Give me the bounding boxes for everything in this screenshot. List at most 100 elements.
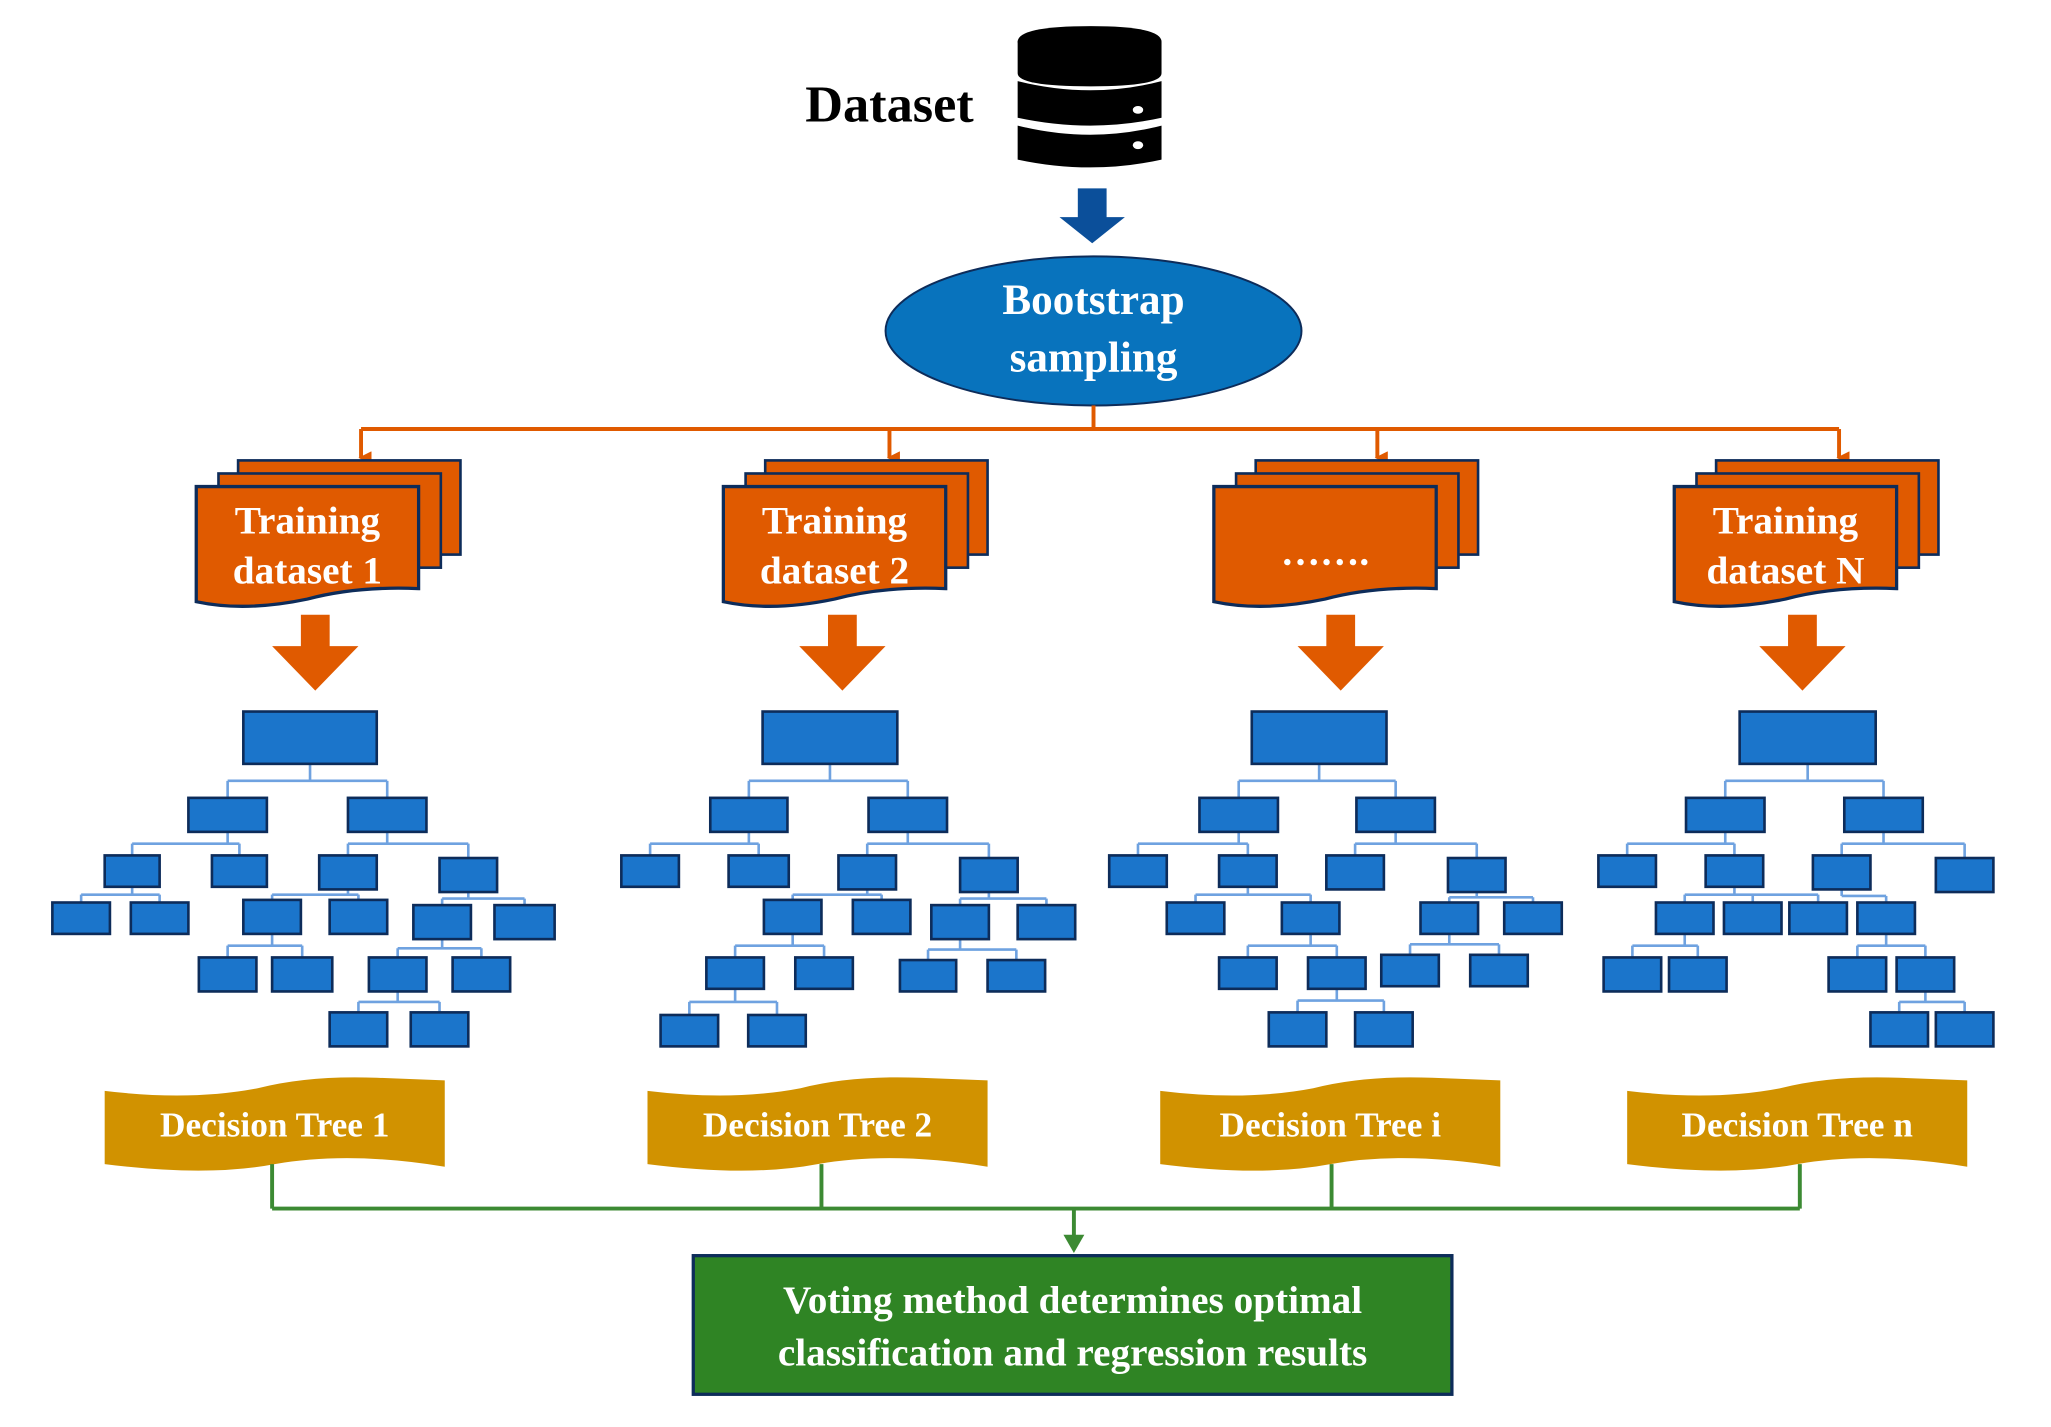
tree-connector	[1840, 889, 1888, 903]
tree-node	[1250, 710, 1388, 766]
bootstrap-line2: sampling	[1010, 334, 1178, 381]
training-down-arrow	[1759, 614, 1846, 691]
tree-connector	[747, 763, 910, 798]
decision-tree-label: Decision Tree 2	[703, 1106, 932, 1145]
tree-node	[1811, 854, 1872, 891]
tree-node	[727, 854, 791, 889]
training-label-line2: dataset 1	[233, 549, 382, 592]
tree-node	[1468, 953, 1530, 988]
tree-connector	[1136, 831, 1250, 856]
training-down-arrow	[799, 614, 886, 691]
tree-node	[210, 854, 269, 889]
tree-connector	[1296, 988, 1386, 1013]
tree-node	[346, 796, 428, 834]
voting-line1: Voting method determines optimal	[783, 1279, 1362, 1322]
tree-connector	[1625, 831, 1736, 856]
tree-node	[1704, 854, 1765, 889]
tree-node	[930, 903, 991, 941]
tree-node	[270, 956, 334, 993]
tree-node	[705, 956, 766, 991]
tree-node	[1856, 901, 1917, 936]
voting-result-box: Voting method determines optimal classif…	[691, 1254, 1454, 1396]
tree-node	[1353, 1011, 1414, 1048]
decision-tree-label: Decision Tree 1	[160, 1106, 389, 1145]
decision-tree-diagram	[51, 710, 556, 1048]
tree-node	[1738, 710, 1877, 766]
tree-node	[1325, 854, 1386, 891]
tree-node	[187, 796, 269, 834]
tree-node	[412, 903, 473, 941]
tree-node	[1788, 901, 1849, 936]
tree-node	[958, 856, 1019, 894]
tree-connector	[1246, 933, 1339, 958]
training-label-line2: dataset N	[1706, 549, 1864, 592]
tree-node	[1267, 1011, 1328, 1048]
tree-connector	[791, 889, 883, 900]
tree-node	[1165, 901, 1226, 936]
tree-connector	[865, 831, 991, 859]
training-dataset-stack: Training dataset N	[1672, 459, 1940, 608]
tree-node	[51, 901, 112, 936]
tree-connector	[1840, 831, 1966, 859]
tree-node	[1306, 956, 1367, 991]
tree-node	[746, 1013, 808, 1048]
tree-node	[1654, 901, 1715, 936]
tree-connector	[733, 933, 826, 958]
tree-node	[1684, 796, 1766, 834]
tree-node	[1827, 956, 1888, 993]
tree-node	[898, 958, 958, 993]
tree-connector	[226, 933, 304, 958]
tree-node	[837, 854, 898, 891]
training-label-line1: Training	[235, 500, 381, 543]
tree-node	[1602, 956, 1663, 993]
bootstrap-line1: Bootstrap	[1002, 277, 1184, 324]
tree-node	[1198, 796, 1280, 834]
tree-node	[1107, 854, 1169, 889]
tree-node	[1446, 856, 1507, 894]
tree-connector	[1856, 933, 1927, 958]
training-label-line1: Training	[1713, 500, 1859, 543]
vote-connectors	[270, 1164, 1802, 1240]
tree-connector	[1447, 892, 1535, 903]
tree-node	[708, 796, 789, 834]
tree-connector	[130, 831, 241, 856]
decision-tree-label: Decision Tree i	[1219, 1106, 1441, 1145]
tree-node	[762, 898, 823, 936]
tree-node	[1217, 956, 1278, 991]
decision-tree-diagram	[1597, 710, 1995, 1048]
training-down-arrow	[1297, 614, 1384, 691]
tree-connector	[440, 892, 526, 906]
tree-node	[793, 956, 855, 991]
training-dataset-stack: Training dataset 1	[194, 459, 462, 608]
tree-node	[317, 854, 379, 891]
tree-connector	[648, 831, 760, 856]
tree-connector	[926, 939, 1018, 961]
tree-node	[1597, 854, 1658, 889]
tree-node	[1016, 903, 1077, 941]
tree-node	[1667, 956, 1728, 993]
tree-connector	[958, 892, 1048, 906]
tree-node	[409, 1011, 470, 1048]
tree-node	[242, 898, 303, 936]
decision-tree-diagram	[620, 710, 1077, 1048]
tree-connector	[79, 886, 161, 903]
tree-node	[438, 856, 499, 894]
vote-arrow-head	[1063, 1234, 1085, 1254]
tree-node	[620, 854, 681, 889]
training-dataset-stack: …….	[1212, 459, 1480, 608]
tree-node	[1379, 953, 1441, 988]
decision-tree-diagram	[1107, 710, 1564, 1048]
dataset-down-arrow	[1059, 188, 1125, 244]
bootstrap-sampling-node: Bootstrap sampling	[884, 255, 1303, 407]
decision-tree-banner: Decision Tree i	[1160, 1077, 1501, 1171]
database-icon	[1017, 26, 1162, 168]
tree-connector	[1237, 763, 1397, 798]
tree-connector	[357, 991, 441, 1013]
training-down-arrow	[272, 614, 359, 691]
tree-node	[1934, 1011, 1995, 1048]
tree-node	[103, 854, 161, 889]
decision-tree-label: Decision Tree n	[1682, 1106, 1914, 1145]
tree-node	[1722, 901, 1783, 936]
tree-node	[1842, 796, 1925, 834]
